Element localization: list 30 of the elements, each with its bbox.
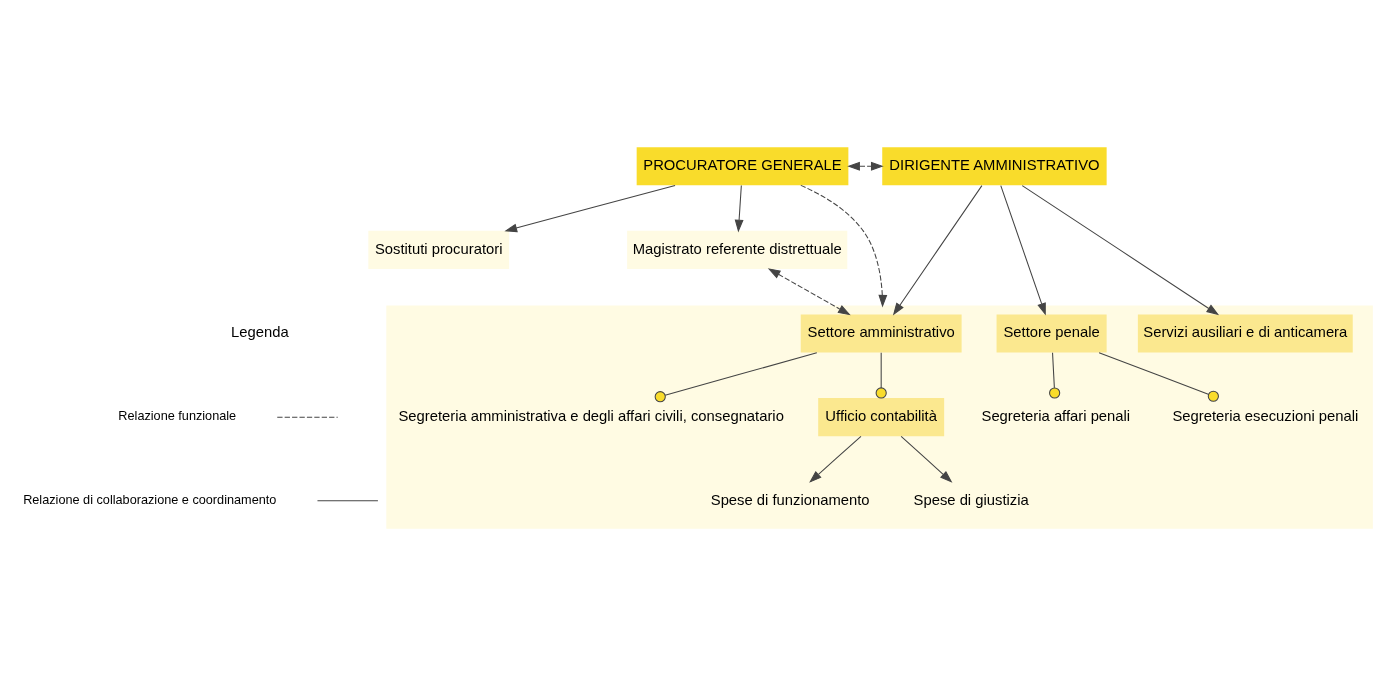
arrow: [892, 185, 983, 316]
arrow: [809, 435, 862, 483]
node-box: Settore penale: [996, 314, 1107, 353]
node-text: Segreteria esecuzioni penali: [1172, 408, 1359, 425]
node-box: Sostituti procuratori: [368, 230, 510, 269]
arrow: [1021, 185, 1220, 316]
arrow: [800, 184, 888, 308]
node-text: Spese di funzionamento: [710, 491, 870, 508]
node-box: DIRIGENTE AMMINISTRATIVO: [882, 147, 1107, 186]
arrow: [504, 184, 676, 233]
node-text: Spese di giustizia: [913, 491, 1029, 508]
node-box: Magistrato referente distrettuale: [627, 230, 848, 269]
node-text: Segreteria affari penali: [981, 408, 1131, 425]
connector: [875, 352, 887, 399]
arrow: [1000, 185, 1046, 316]
node-box: Settore amministrativo: [800, 314, 962, 353]
legend-label: Relazione funzionale: [118, 409, 237, 424]
arrow: [847, 161, 884, 171]
connector: [1049, 352, 1061, 399]
arrow: [767, 268, 851, 316]
node-text: Segreteria amministrativa e degli affari civili, consegnatario: [398, 408, 784, 425]
connector: [1098, 352, 1219, 402]
arrow: [734, 184, 744, 233]
node-box: Ufficio contabilità: [818, 398, 945, 437]
node-box: PROCURATORE GENERALE: [636, 147, 849, 186]
connector: [654, 352, 818, 403]
label: Legenda: [231, 324, 289, 341]
node-box: Servizi ausiliari e di anticamera: [1137, 314, 1353, 353]
legend-label: Relazione di collaborazione e coordinamento: [23, 493, 277, 508]
arrow: [900, 435, 953, 483]
